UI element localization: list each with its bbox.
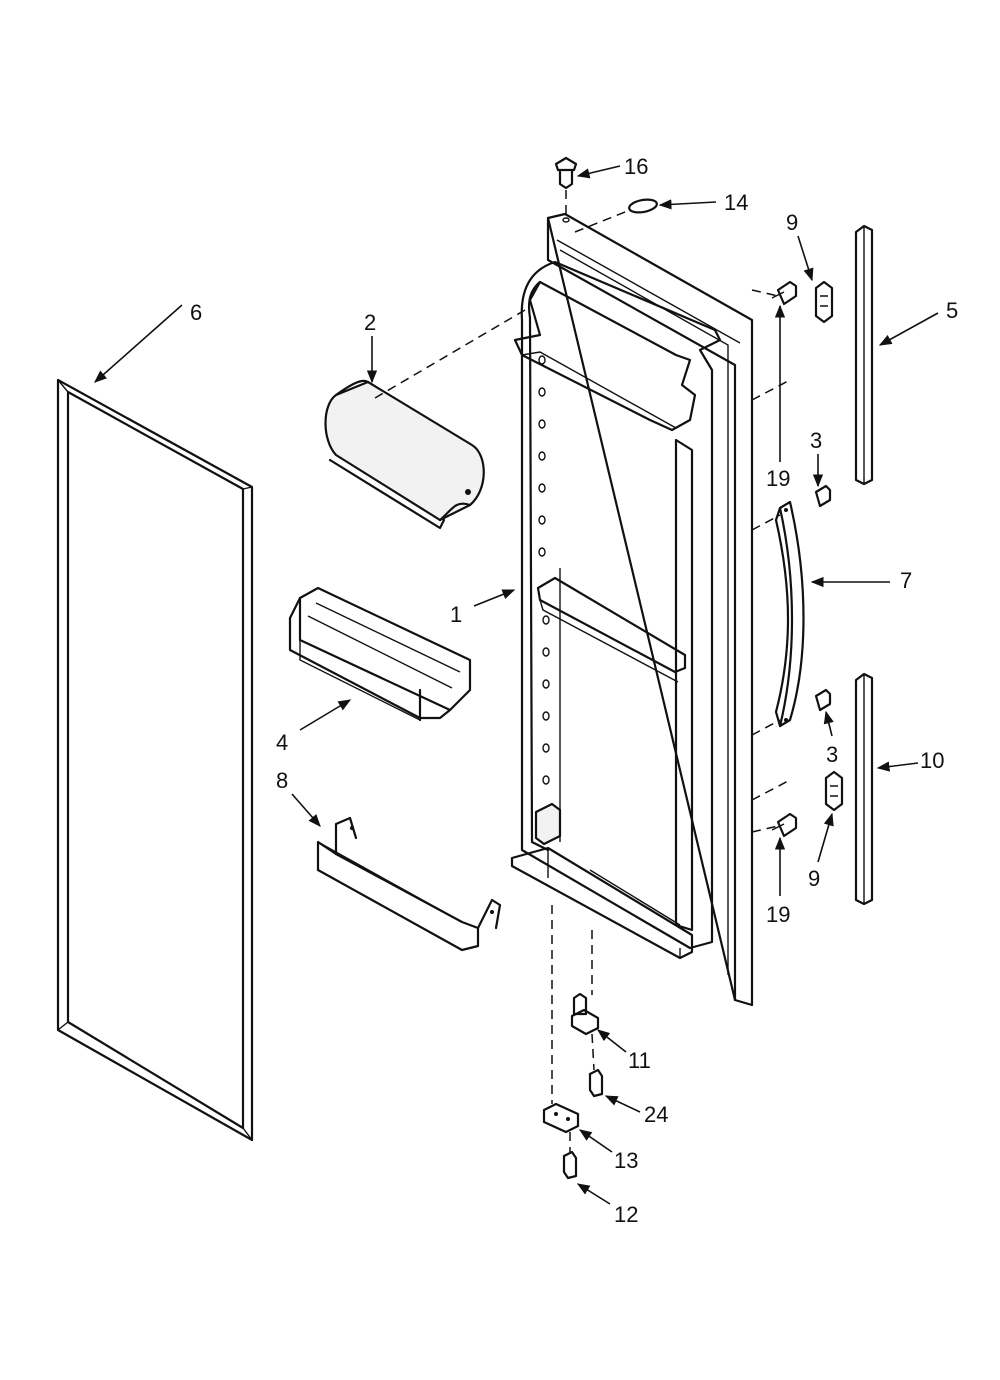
door-bin <box>288 586 472 722</box>
screw-12 <box>562 1150 578 1180</box>
top-bushing <box>554 156 578 190</box>
door-gasket <box>56 378 254 1142</box>
callout-10: 10 <box>920 748 944 773</box>
callout-3-lower: 3 <box>826 742 838 767</box>
lower-door-bin <box>316 816 502 952</box>
upper-trim-strip <box>854 224 874 486</box>
callout-2: 2 <box>364 310 376 335</box>
callout-19-upper: 19 <box>766 466 790 491</box>
screw-24 <box>588 1068 604 1098</box>
screw-3-upper <box>814 484 832 508</box>
trim-clip-lower <box>824 770 844 812</box>
alignment-lines <box>374 190 791 1152</box>
callout-24: 24 <box>644 1102 668 1127</box>
trim-clip-upper <box>814 280 834 324</box>
callout-12: 12 <box>614 1202 638 1227</box>
callout-9-upper: 9 <box>786 210 798 235</box>
hinge-pin <box>570 992 600 1036</box>
callout-16: 16 <box>624 154 648 179</box>
leader-lines <box>94 165 939 1205</box>
callout-4: 4 <box>276 730 288 755</box>
callout-8: 8 <box>276 768 288 793</box>
door-handle <box>774 500 805 728</box>
callout-9-lower: 9 <box>808 866 820 891</box>
hinge-bracket <box>542 1102 580 1134</box>
callout-13: 13 <box>614 1148 638 1173</box>
callout-11: 11 <box>628 1048 651 1073</box>
door-assembly <box>510 212 754 1007</box>
callout-labels: 1 2 3 3 4 5 6 7 8 9 9 10 11 12 13 14 16 … <box>190 154 958 1227</box>
screw-3-lower <box>814 688 832 712</box>
callout-19-lower: 19 <box>766 902 790 927</box>
callout-6: 6 <box>190 300 202 325</box>
callout-14: 14 <box>724 190 748 215</box>
callout-3-upper: 3 <box>810 428 822 453</box>
shelf-peg-holes <box>538 355 550 785</box>
dairy-cover <box>324 379 485 530</box>
callout-7: 7 <box>900 568 912 593</box>
screw-19-upper <box>771 280 798 306</box>
callout-5: 5 <box>946 298 958 323</box>
callout-1: 1 <box>450 602 462 627</box>
screw-19-lower <box>771 812 798 838</box>
lower-trim-strip <box>854 672 874 906</box>
hole-plug <box>628 198 658 214</box>
